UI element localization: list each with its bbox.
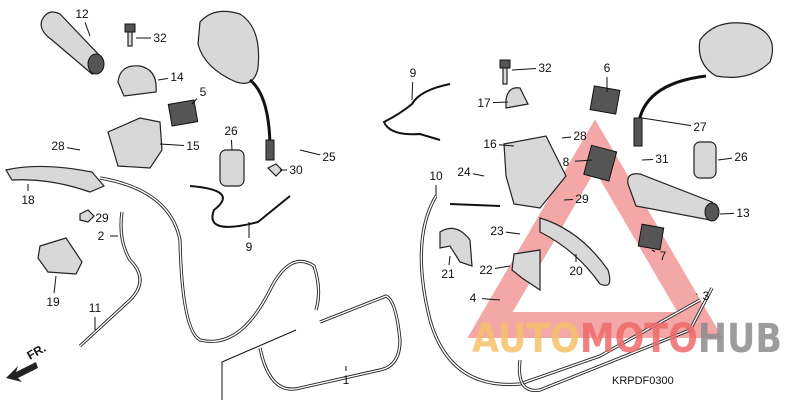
leader-line [230,139,233,151]
callout-10: 10 [429,169,443,183]
left-grip [40,11,105,75]
callout-18: 18 [21,193,35,207]
callout-23: 23 [490,224,504,238]
switch-housing-lower [107,117,163,169]
watermark-hub: HUB [698,316,782,362]
lever-right [539,217,611,286]
leader-line [299,149,321,156]
bolt [124,23,136,47]
callout-28: 28 [51,139,65,153]
leader-line [719,212,735,215]
leader-line [472,173,485,177]
callout-13: 13 [736,206,750,220]
leader-line [411,81,414,101]
switch-assembly [167,99,199,127]
leader-line [511,68,537,71]
callout-21: 21 [441,267,455,281]
leader-line [574,159,593,162]
leader-line [498,144,515,147]
leader-line [448,255,451,266]
watermark: AUTOMOTOHUB [472,316,782,362]
callout-32: 32 [538,61,552,75]
switch-small [637,223,665,251]
callout-26: 26 [224,124,238,138]
switch-right-lower [583,144,618,182]
callout-17: 17 [477,96,491,110]
callout-6: 6 [604,61,611,75]
bracket-right [511,249,541,292]
callout-27: 27 [693,120,707,134]
leader-line [651,249,656,253]
lever-left [5,165,105,193]
callout-30: 30 [289,163,303,177]
callout-5: 5 [200,85,207,99]
mirror-boot-right [693,141,717,179]
callout-20: 20 [569,264,583,278]
callout-3: 3 [703,289,710,303]
mirror-boot [219,149,245,187]
callout-19: 19 [46,295,60,309]
callout-16: 16 [483,137,497,151]
holder [439,227,473,267]
right-grip [627,173,720,222]
leader-line [492,101,509,104]
leader-line [84,22,91,37]
callout-14: 14 [170,70,184,84]
right-mirror [633,22,774,147]
watermark-auto: AUTO [472,316,580,362]
callout-9: 9 [246,240,253,254]
leader-line [563,199,574,201]
leader-line [159,143,185,146]
callout-12: 12 [75,7,89,21]
leader-line [561,136,572,139]
throttle-cable-1 [221,294,402,400]
callout-7: 7 [660,249,667,263]
wire-harness [382,83,451,141]
front-direction-label: FR. [25,341,49,363]
nut [266,163,283,177]
callout-11: 11 [89,301,102,315]
leader-line [641,158,654,161]
callout-29: 29 [95,211,109,225]
leader-line [641,117,692,127]
leader-line [66,147,81,151]
lever-bracket [37,237,83,275]
callout-4: 4 [470,291,477,305]
diagram-code: KRPDF0300 [612,375,674,387]
callout-24: 24 [457,165,471,179]
callout-25: 25 [322,150,336,164]
bolt-right [499,59,511,85]
leader-line [717,157,733,161]
callout-32: 32 [153,31,167,45]
callout-9: 9 [410,66,417,80]
cables-left [78,176,321,348]
nut-small [79,209,95,223]
leader-line [53,275,57,294]
clamp [505,87,529,109]
front-direction-arrow: FR. [6,341,48,382]
leader-line [481,298,501,301]
leader-line [191,98,198,105]
switch-right [589,85,621,115]
callout-8: 8 [563,155,570,169]
switch-housing-upper [117,65,157,97]
callout-15: 15 [186,139,200,153]
callout-1: 1 [343,373,350,387]
callout-2: 2 [98,229,105,243]
lever-bracket-right [503,135,567,209]
callout-26: 26 [734,150,748,164]
left-mirror [197,10,275,161]
callout-28: 28 [573,129,587,143]
cables-right [419,195,714,393]
callout-29: 29 [575,192,589,206]
svg-text:AUTOMOTOHUB: AUTOMOTOHUB [472,316,782,362]
leader-line [505,231,521,235]
leader-line [157,77,169,81]
watermark-moto: MOTO [580,316,698,362]
callout-31: 31 [655,152,669,166]
leader-line [494,265,511,270]
callout-22: 22 [479,263,493,277]
